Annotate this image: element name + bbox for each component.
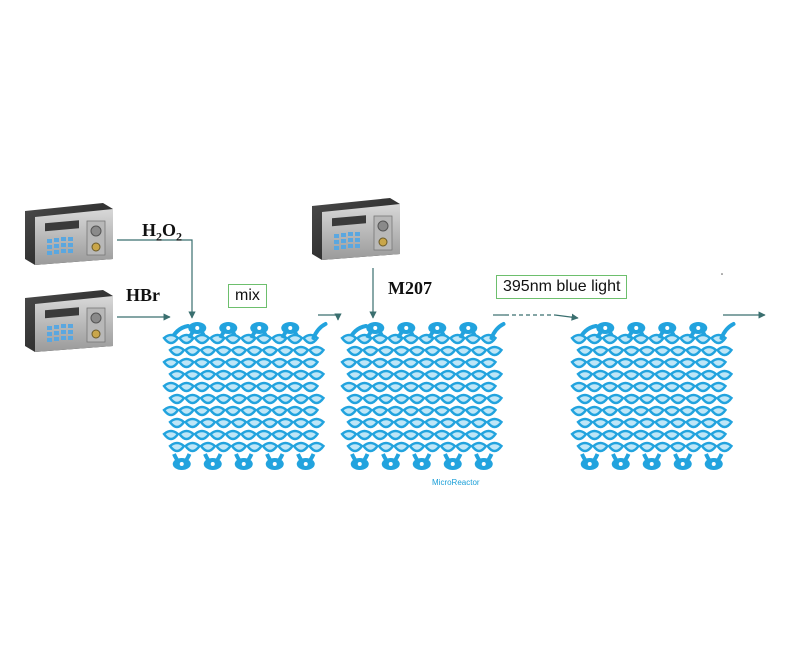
h2o2-feed-line xyxy=(117,239,196,319)
reactor1-to-reactor2-line xyxy=(318,313,342,321)
pump-hbr-icon xyxy=(25,290,113,352)
reactor3-inlet-line xyxy=(554,313,579,321)
pump-h2o2-icon xyxy=(25,203,113,265)
mix-label: mix xyxy=(228,284,267,308)
microreactor-chip-1-icon xyxy=(162,322,328,470)
microreactor-chip-2-icon xyxy=(340,322,506,470)
flow-lines xyxy=(117,239,766,321)
blue-light-label: 395nm blue light xyxy=(496,275,628,299)
microreactor-caption: MicroReactor xyxy=(432,478,480,487)
microreactor-chip-3-icon xyxy=(570,322,736,470)
hbr-label: HBr xyxy=(126,285,160,305)
h2o2-label: H2O2 xyxy=(142,220,183,244)
stray-dot xyxy=(721,273,723,275)
m207-label: M207 xyxy=(388,278,432,298)
pump-m207-icon xyxy=(312,198,400,260)
